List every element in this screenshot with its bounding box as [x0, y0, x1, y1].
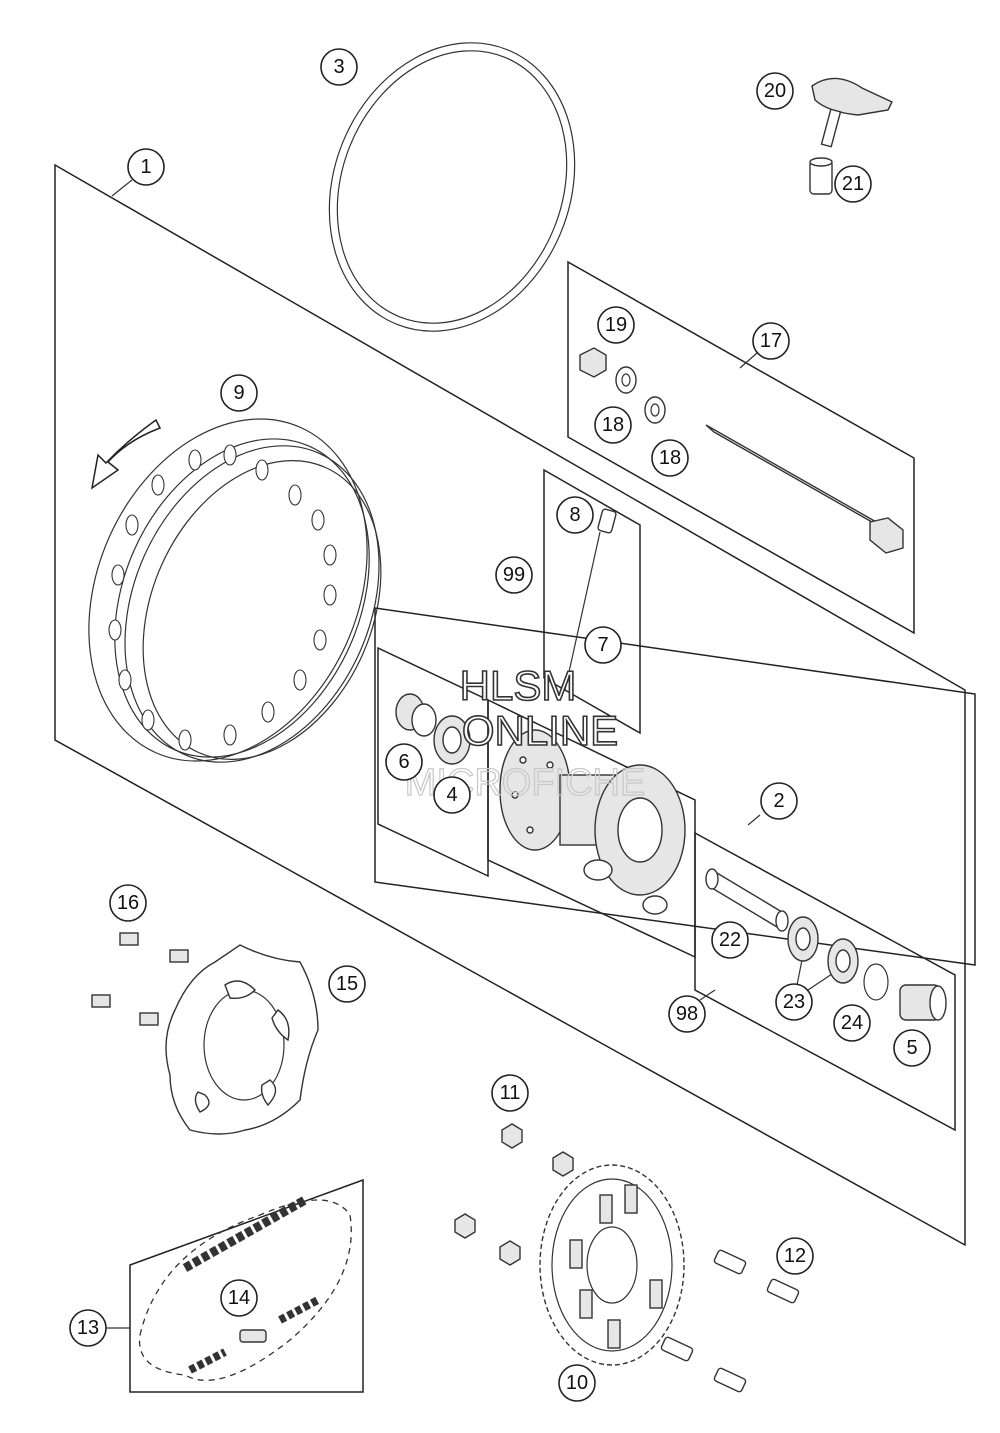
callout-7: 7	[584, 626, 622, 664]
callout-label-14: 14	[228, 1287, 250, 1309]
callout-label-98: 98	[676, 1003, 698, 1025]
callout-label-1: 1	[140, 156, 151, 178]
drive-chain	[138, 1196, 352, 1381]
callout-label-19: 19	[605, 314, 627, 336]
callout-label-10: 10	[566, 1372, 588, 1394]
sprocket-nuts	[454, 1123, 574, 1266]
callout-label-12: 12	[784, 1245, 806, 1267]
callout-4: 4	[433, 776, 471, 814]
callout-22: 22	[711, 921, 749, 959]
rim	[88, 418, 382, 763]
callout-label-18b: 18	[659, 447, 681, 469]
callout-10: 10	[558, 1364, 596, 1402]
callout-label-7: 7	[597, 634, 608, 656]
callout-6: 6	[385, 743, 423, 781]
callout-24: 24	[833, 1004, 871, 1042]
frame-bearing-kit-98	[694, 831, 956, 1132]
callout-17: 17	[752, 322, 790, 360]
callout-3: 3	[320, 48, 358, 86]
callout-label-99: 99	[503, 564, 525, 586]
spacer-and-bearings-right	[705, 868, 947, 1021]
callout-label-17: 17	[760, 330, 782, 352]
callout-99: 99	[495, 556, 533, 594]
callout-15: 15	[328, 965, 366, 1003]
callout-12: 12	[776, 1237, 814, 1275]
callout-14: 14	[220, 1279, 258, 1317]
sprocket-bolts	[660, 1249, 800, 1393]
callout-label-6: 6	[398, 751, 409, 773]
axle-parts	[579, 347, 904, 554]
callout-label-3: 3	[333, 56, 344, 78]
frame-bearing-set-left	[377, 646, 489, 878]
callout-98: 98	[668, 995, 706, 1033]
callout-label-20: 20	[764, 80, 786, 102]
frame-hub-2	[374, 607, 976, 966]
valve-cap-tool	[809, 77, 893, 195]
callout-2: 2	[760, 782, 798, 820]
callout-label-23: 23	[783, 991, 805, 1013]
callout-label-21: 21	[842, 173, 864, 195]
callout-8: 8	[556, 496, 594, 534]
callout-23: 23	[775, 983, 813, 1021]
callout-13: 13	[69, 1309, 107, 1347]
callout-label-2: 2	[773, 790, 784, 812]
callout-label-9: 9	[233, 382, 244, 404]
watermark: HLSM ONLINE MICROFICHE	[404, 661, 646, 804]
spoke-and-nipple	[564, 508, 617, 691]
callout-19: 19	[597, 306, 635, 344]
callout-21: 21	[834, 165, 872, 203]
callout-label-5: 5	[906, 1037, 917, 1059]
callout-label-24: 24	[841, 1012, 863, 1034]
watermark-line-1: HLSM	[460, 662, 577, 709]
callout-11: 11	[491, 1074, 529, 1112]
callout-label-16: 16	[117, 892, 139, 914]
callout-5: 5	[893, 1029, 931, 1067]
callout-9: 9	[220, 374, 258, 412]
callout-18a: 18	[594, 406, 632, 444]
rear-sprocket	[539, 1164, 685, 1366]
callout-1: 1	[127, 148, 165, 186]
callout-label-8: 8	[569, 504, 580, 526]
wheel-hub	[499, 729, 686, 915]
callout-18b: 18	[651, 439, 689, 477]
hub-bearings-left	[395, 693, 471, 765]
brake-disc	[165, 944, 319, 1135]
callout-label-18a: 18	[602, 414, 624, 436]
frame-axle-kit-17	[567, 260, 915, 635]
callout-label-13: 13	[77, 1317, 99, 1339]
rotation-arrow-icon	[90, 418, 162, 490]
callout-20: 20	[756, 72, 794, 110]
callout-label-15: 15	[336, 973, 358, 995]
frame-wheel-assembly-1	[54, 163, 966, 1247]
callout-16: 16	[109, 884, 147, 922]
disc-bolts	[91, 932, 189, 1026]
callout-label-4: 4	[446, 784, 457, 806]
rim-band-ring	[328, 42, 576, 332]
callout-label-22: 22	[719, 929, 741, 951]
frame-spoke-kit-99	[543, 468, 641, 735]
callout-label-11: 11	[500, 1082, 521, 1104]
watermark-line-2: ONLINE	[462, 707, 618, 754]
